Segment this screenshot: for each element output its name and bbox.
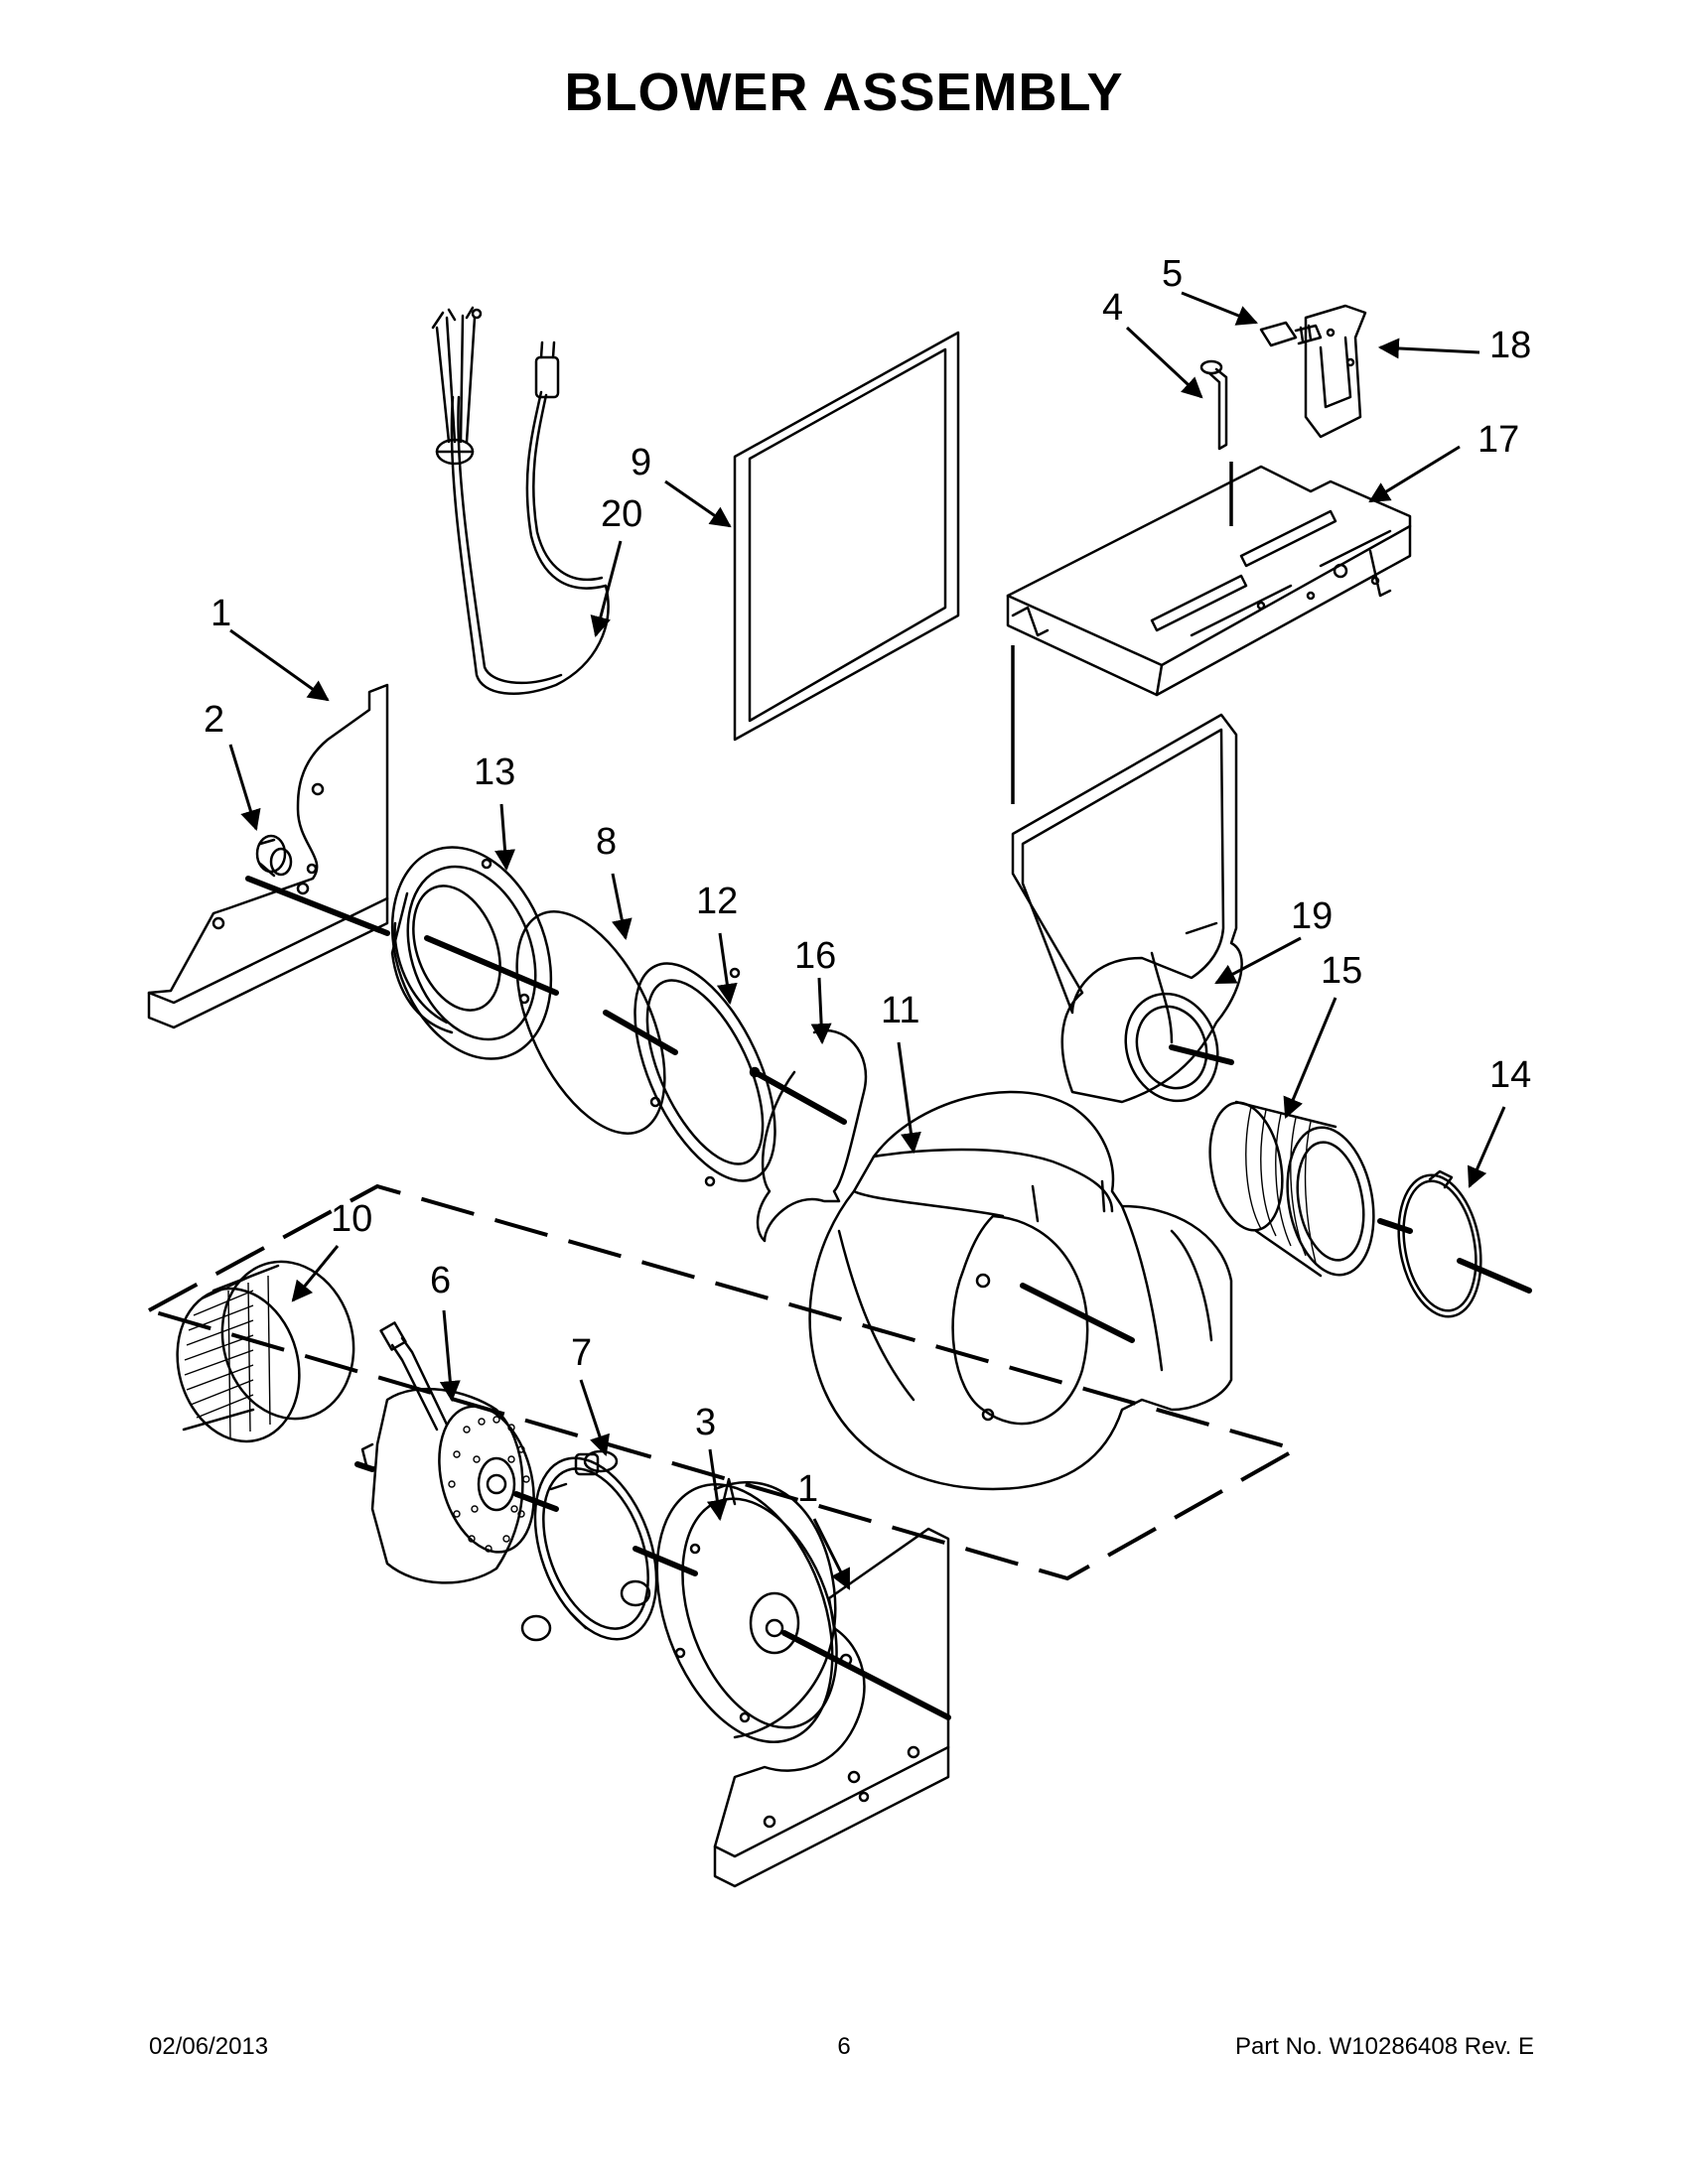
callout-13: 13 (474, 751, 515, 793)
callout-19: 19 (1291, 895, 1333, 937)
callout-3: 3 (695, 1402, 716, 1443)
hose-clamp-part-14 (1397, 1169, 1482, 1318)
bushing-part-2 (255, 834, 293, 878)
callout-14: 14 (1489, 1054, 1531, 1096)
mounting-bracket-part-1-lower (713, 1527, 950, 1888)
callout-18: 18 (1489, 325, 1531, 366)
assembly-axis-lines (245, 462, 1532, 1720)
leader-arrows (228, 291, 1506, 1590)
duct-frame-part-17 (1006, 465, 1412, 697)
callout-8: 8 (596, 821, 617, 863)
callout-17: 17 (1477, 419, 1519, 461)
pin-part-4 (1199, 359, 1228, 451)
callout-6: 6 (430, 1260, 451, 1301)
bearing-housing-part-13 (390, 846, 553, 1060)
filter-screen-part-9 (733, 331, 960, 742)
page-title: BLOWER ASSEMBLY (564, 63, 1124, 122)
callout-7: 7 (571, 1332, 592, 1374)
callout-1-upper: 1 (211, 593, 231, 634)
callout-5: 5 (1162, 253, 1183, 295)
blower-housing-part-11 (808, 1090, 1233, 1491)
front-plate-part-3 (655, 1477, 838, 1744)
spring-clip-part-16 (756, 1028, 868, 1243)
callout-20: 20 (601, 493, 642, 535)
vent-hose-part-15 (1208, 1100, 1375, 1278)
blower-duct-part-19 (1011, 713, 1243, 1104)
footer-date: 02/06/2013 (149, 2033, 269, 2060)
callout-10: 10 (331, 1198, 372, 1240)
footer-page-number: 6 (837, 2033, 851, 2060)
retainer-ring-part-12 (633, 962, 776, 1187)
motor-vent-holes (448, 1416, 530, 1553)
callout-1-lower: 1 (797, 1468, 818, 1510)
blower-wheel-part-10 (176, 1260, 355, 1443)
mounting-bracket-part-1-upper (147, 683, 389, 1029)
motor-part-6 (360, 1321, 535, 1584)
callout-4: 4 (1102, 287, 1123, 329)
subassembly-dashed-outline (143, 1183, 1302, 1581)
felt-seal-part-8 (515, 910, 666, 1135)
callout-15: 15 (1321, 950, 1362, 992)
bracket-part-18 (1304, 304, 1367, 439)
callout-11: 11 (881, 990, 919, 1031)
power-cord-part-20 (431, 306, 610, 695)
screw-part-5 (1259, 321, 1323, 347)
callout-16: 16 (794, 935, 836, 977)
footer-part-number: Part No. W10286408 Rev. E (1234, 2033, 1534, 2060)
callout-2: 2 (204, 699, 224, 741)
callout-12: 12 (696, 881, 738, 922)
callout-9: 9 (631, 442, 651, 483)
callout-labels: 1 2 13 8 12 16 11 9 20 4 5 18 17 19 15 1… (204, 253, 1531, 1510)
motor-mount-part-7 (520, 1449, 658, 1642)
